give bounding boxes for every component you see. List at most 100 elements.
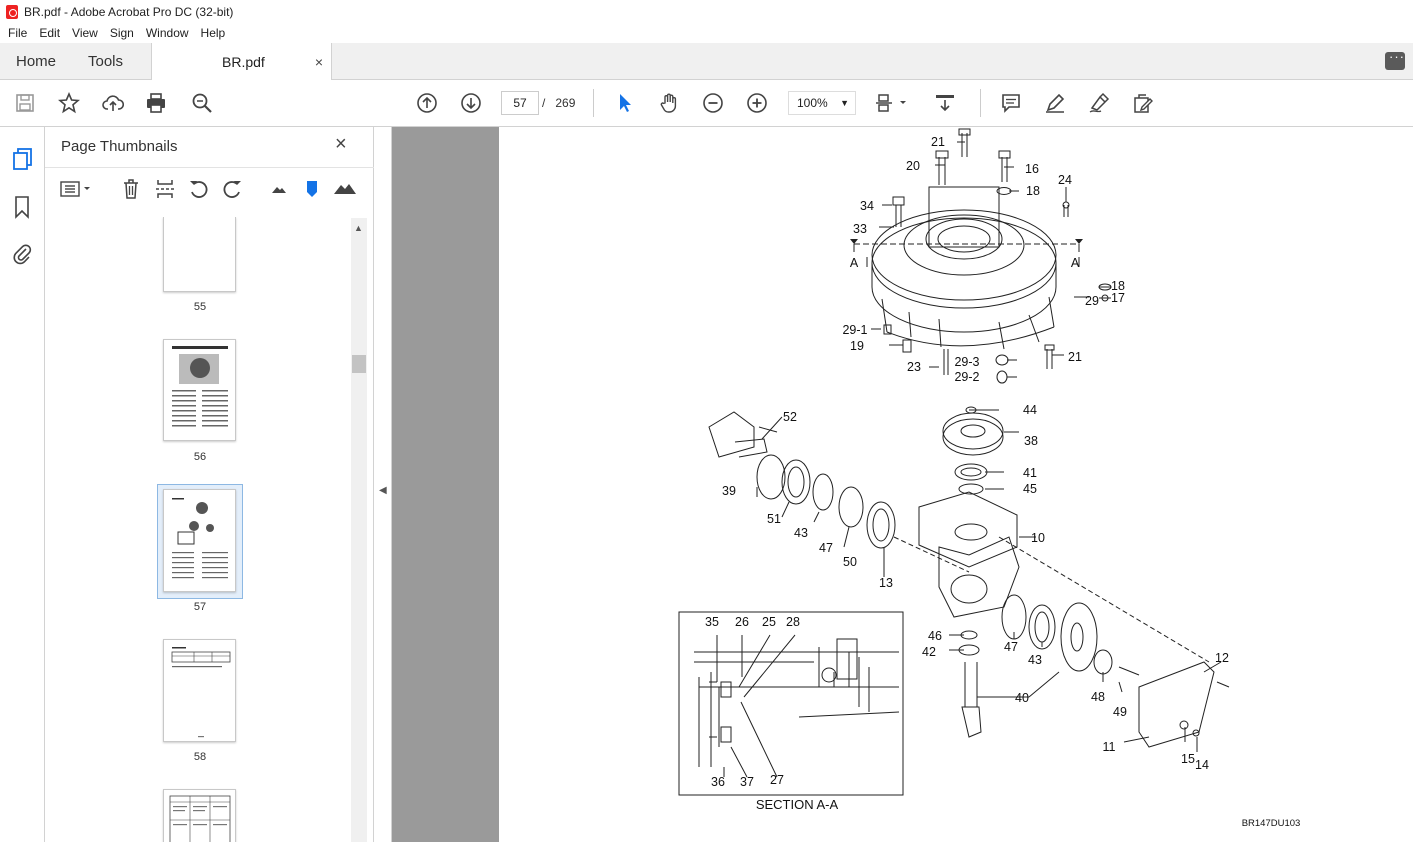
bookmark-star-icon[interactable] xyxy=(56,90,82,116)
zoom-in-icon[interactable] xyxy=(744,90,770,116)
part-number-label: 29 xyxy=(1085,294,1099,308)
bookmarks-icon[interactable] xyxy=(14,195,30,222)
menu-view[interactable]: View xyxy=(72,26,98,40)
thumbnail-page[interactable] xyxy=(163,217,236,292)
save-icon[interactable] xyxy=(12,90,38,116)
thumbnails-scrollbar[interactable]: ▲ xyxy=(351,218,367,842)
comment-icon[interactable] xyxy=(1385,49,1405,70)
rotate-right-icon[interactable] xyxy=(221,178,243,200)
highlight-pen-icon[interactable] xyxy=(1042,90,1068,116)
rotate-left-icon[interactable] xyxy=(188,178,210,200)
exploded-parts-drawing: 21201618243433AA18172929-1192329-329-221… xyxy=(678,128,1301,829)
thumbnail-label: 58 xyxy=(193,751,207,763)
left-rail xyxy=(0,127,45,842)
thumbnail-page[interactable] xyxy=(163,339,236,441)
page-thumbnails-icon[interactable] xyxy=(12,147,34,174)
thumbnail-page[interactable] xyxy=(163,789,236,842)
delete-page-icon[interactable] xyxy=(121,178,141,200)
tab-home[interactable]: Home xyxy=(16,53,57,70)
part-number-label: 25 xyxy=(762,615,776,629)
part-number-label: 38 xyxy=(1024,434,1038,448)
part-number-label: 52 xyxy=(783,410,797,424)
options-menu-icon[interactable] xyxy=(59,180,95,198)
menu-file[interactable]: File xyxy=(8,26,28,40)
thumbnail-page[interactable] xyxy=(163,639,236,742)
chevron-down-icon: ▼ xyxy=(840,98,849,108)
extract-page-icon[interactable] xyxy=(155,178,175,200)
edit-pdf-icon[interactable] xyxy=(1130,90,1156,116)
title-bar: BR.pdf - Adobe Acrobat Pro DC (32-bit) xyxy=(0,0,1413,23)
part-number-label: 45 xyxy=(1023,482,1037,496)
menu-sign[interactable]: Sign xyxy=(109,26,134,40)
close-panel-icon[interactable]: × xyxy=(335,133,347,155)
menu-edit[interactable]: Edit xyxy=(39,26,61,40)
part-number-label: 24 xyxy=(1058,173,1072,187)
window-title: BR.pdf - Adobe Acrobat Pro DC (32-bit) xyxy=(24,4,234,19)
next-page-icon[interactable] xyxy=(458,90,484,116)
tab-tools[interactable]: Tools xyxy=(88,53,124,70)
part-number-label: 28 xyxy=(786,615,800,629)
part-number-label: 29-3 xyxy=(954,355,979,369)
scroll-mode-icon[interactable] xyxy=(932,90,958,116)
page-number-input[interactable]: 57 xyxy=(501,91,539,115)
section-caption: SECTION A-A xyxy=(756,797,839,812)
part-number-label: 36 xyxy=(711,775,725,789)
panel-toolbar xyxy=(45,167,374,207)
tab-document[interactable]: BR.pdf × xyxy=(151,43,332,81)
part-number-label: 15 xyxy=(1181,752,1195,766)
thumbnail-large-icon[interactable] xyxy=(333,181,357,195)
zoom-out-icon[interactable] xyxy=(700,90,726,116)
menu-help[interactable]: Help xyxy=(200,26,226,40)
part-number-label: A xyxy=(850,256,859,270)
part-number-label: 14 xyxy=(1195,758,1209,772)
thumbnail-list: 55 56 57 58 xyxy=(45,217,350,842)
draw-sign-icon[interactable] xyxy=(1086,90,1112,116)
drawing-code: BR147DU103 xyxy=(1242,818,1301,829)
zoom-select[interactable]: 100% ▼ xyxy=(788,91,856,115)
part-number-label: 17 xyxy=(1111,291,1125,305)
thumbnail-label: 56 xyxy=(193,451,207,463)
part-number-label: 47 xyxy=(819,541,833,555)
thumbnail-page-selected[interactable] xyxy=(163,489,236,592)
collapse-panel-icon[interactable]: ◀ xyxy=(379,485,387,496)
toolbar-divider xyxy=(980,89,981,117)
part-number-label: 12 xyxy=(1215,651,1229,665)
part-number-label: 51 xyxy=(767,512,781,526)
part-number-label: 19 xyxy=(850,339,864,353)
part-number-label: 46 xyxy=(928,629,942,643)
upload-cloud-icon[interactable] xyxy=(100,90,126,116)
part-number-label: 10 xyxy=(1031,531,1045,545)
total-pages: 269 xyxy=(555,96,576,110)
part-number-label: A xyxy=(1071,256,1080,270)
hand-tool-icon[interactable] xyxy=(656,90,682,116)
part-number-label: 49 xyxy=(1113,705,1127,719)
part-number-label: 20 xyxy=(906,159,920,173)
scroll-up-icon[interactable]: ▲ xyxy=(354,223,363,233)
part-number-label: 35 xyxy=(705,615,719,629)
zoom-search-icon[interactable] xyxy=(189,90,215,116)
thumbnail-marker-icon[interactable] xyxy=(305,180,319,198)
comment-tool-icon[interactable] xyxy=(998,90,1024,116)
attachments-icon[interactable] xyxy=(12,241,32,268)
zoom-value: 100% xyxy=(797,96,828,110)
part-number-label: 40 xyxy=(1015,691,1029,705)
select-cursor-icon[interactable] xyxy=(612,90,638,116)
thumbnail-label: 55 xyxy=(193,301,207,313)
part-number-label: 44 xyxy=(1023,403,1037,417)
part-number-label: 48 xyxy=(1091,690,1105,704)
part-number-label: 18 xyxy=(1026,184,1040,198)
part-number-label: 29-2 xyxy=(954,370,979,384)
part-number-label: 47 xyxy=(1004,640,1018,654)
page-fit-icon[interactable] xyxy=(874,90,914,116)
thumbnail-small-icon[interactable] xyxy=(271,184,287,194)
part-number-label: 21 xyxy=(931,135,945,149)
close-tab-icon[interactable]: × xyxy=(314,54,323,70)
toolbar-divider xyxy=(593,89,594,117)
scrollbar-thumb[interactable] xyxy=(352,355,366,373)
previous-page-icon[interactable] xyxy=(414,90,440,116)
panel-splitter[interactable]: ◀ xyxy=(374,127,392,842)
menu-window[interactable]: Window xyxy=(145,26,189,40)
print-icon[interactable] xyxy=(143,90,169,116)
part-number-label: 34 xyxy=(860,199,874,213)
